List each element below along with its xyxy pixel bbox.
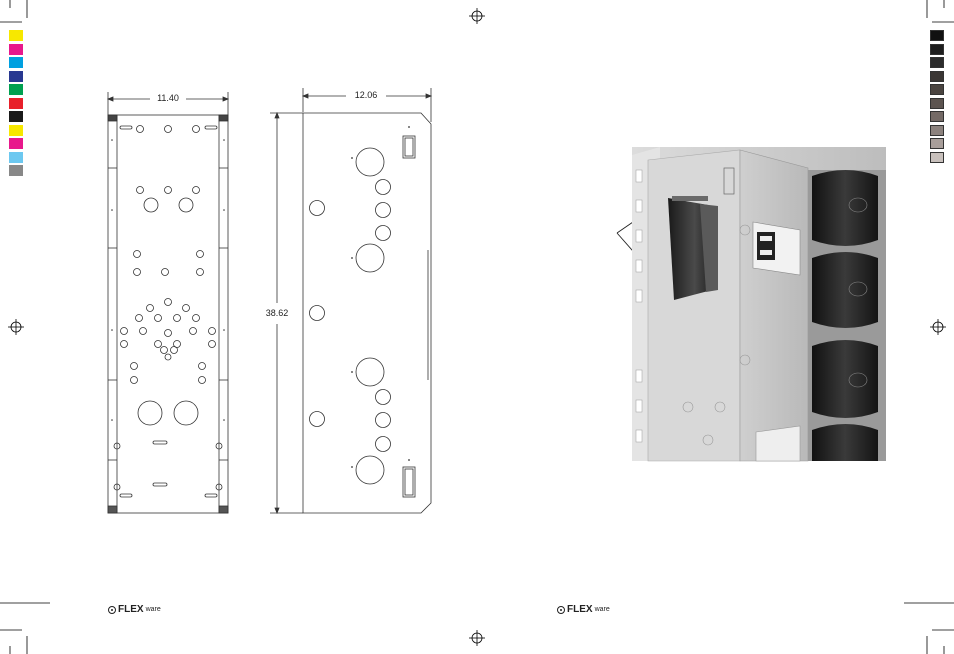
flexware-logo-icon bbox=[108, 606, 116, 614]
enclosure-side bbox=[740, 150, 808, 461]
logo-text: FLEX bbox=[567, 604, 593, 615]
logo-subtext: ware bbox=[595, 606, 610, 613]
logo-text: FLEX bbox=[118, 604, 144, 615]
flexware-logo-icon bbox=[557, 606, 565, 614]
logo-subtext: ware bbox=[146, 606, 161, 613]
inverter-stack bbox=[808, 170, 886, 461]
